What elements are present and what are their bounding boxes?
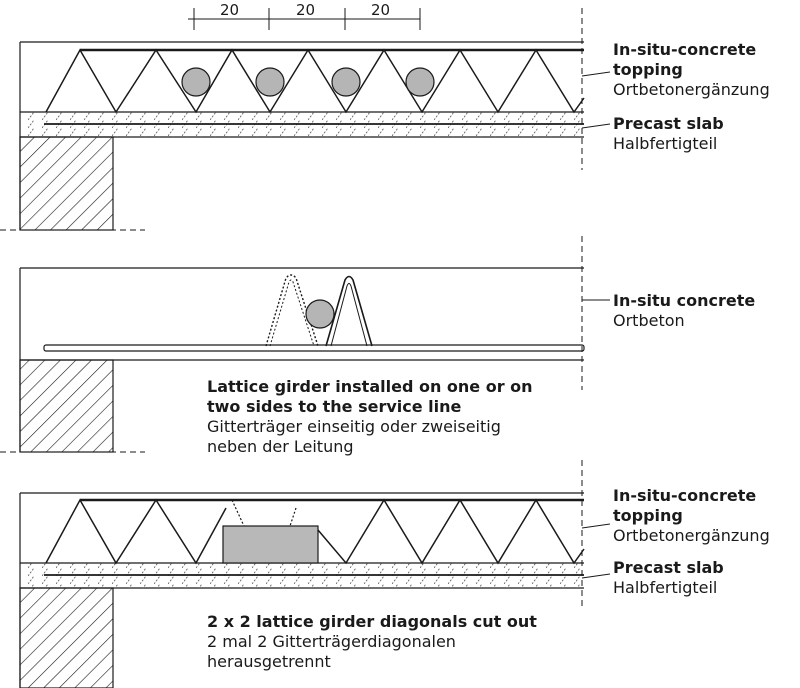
label-topping-en-line2: topping	[613, 60, 683, 79]
label-topping-3-de: Ortbetonergänzung	[613, 526, 770, 545]
precast-plate	[43, 344, 585, 352]
leader-topping	[581, 71, 611, 77]
dimension-chain	[188, 8, 421, 30]
caption-3-de-line1: 2 mal 2 Gitterträgerdiagonalen	[207, 632, 456, 651]
girder-solid	[325, 275, 373, 347]
label-slab-de: Halbfertigteil	[613, 134, 718, 153]
wall-hatch	[19, 136, 114, 231]
panel-1: 20 20 20	[0, 1, 611, 231]
girder-dashed-alternative	[265, 274, 319, 347]
wall-hatch-2	[19, 359, 114, 453]
dimension-label-2: 20	[296, 1, 315, 19]
label-topping-3-en-line2: topping	[613, 506, 683, 525]
label-concrete-2: In-situ concrete Ortbeton	[613, 291, 755, 331]
leader-topping-3	[581, 523, 611, 529]
service-pipe-4	[405, 67, 435, 97]
panel-3	[19, 460, 611, 688]
service-pipe-5	[305, 299, 335, 329]
panel-2	[0, 236, 610, 453]
lattice-diagonals-left	[45, 498, 227, 565]
lattice-diagonals-right	[317, 498, 585, 565]
caption-3-en: 2 x 2 lattice girder diagonals cut out	[207, 612, 537, 631]
label-topping-1: In-situ-concrete topping Ortbetonergänzu…	[613, 40, 770, 100]
label-slab-3-de: Halbfertigteil	[613, 578, 718, 597]
label-slab-en: Precast slab	[613, 114, 724, 133]
lattice-diagonals	[45, 48, 585, 114]
caption-3-de-line2: herausgetrennt	[207, 652, 331, 671]
label-topping-3-en-line1: In-situ-concrete	[613, 486, 757, 505]
label-topping-3: In-situ-concrete topping Ortbetonergänzu…	[613, 486, 770, 546]
label-slab-1: Precast slab Halbfertigteil	[613, 114, 724, 154]
service-pipe-3	[331, 67, 361, 97]
label-concrete-de: Ortbeton	[613, 311, 685, 330]
leader-slab	[581, 123, 611, 129]
caption-2-de-line1: Gitterträger einseitig oder zweiseitig	[207, 417, 501, 436]
caption-2-en-line2: two sides to the service line	[207, 397, 462, 416]
wall-hatch-3	[19, 587, 114, 688]
label-slab-3: Precast slab Halbfertigteil	[613, 558, 724, 598]
service-duct	[222, 525, 319, 564]
caption-3: 2 x 2 lattice girder diagonals cut out 2…	[207, 612, 537, 672]
label-slab-3-en: Precast slab	[613, 558, 724, 577]
label-topping-de: Ortbetonergänzung	[613, 80, 770, 99]
dimension-label-3: 20	[371, 1, 390, 19]
service-pipe-2	[255, 67, 285, 97]
caption-2: Lattice girder installed on one or on tw…	[207, 377, 533, 457]
leader-slab-3	[581, 573, 611, 579]
label-concrete-en: In-situ concrete	[613, 291, 756, 310]
caption-2-de-line2: neben der Leitung	[207, 437, 354, 456]
dimension-label-1: 20	[220, 1, 239, 19]
service-pipe-1	[181, 67, 211, 97]
caption-2-en-line1: Lattice girder installed on one or on	[207, 377, 533, 396]
label-topping-en-line1: In-situ-concrete	[613, 40, 757, 59]
